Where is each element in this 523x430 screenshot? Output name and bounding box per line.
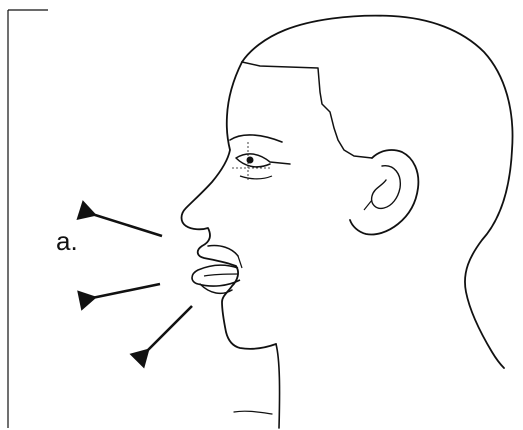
upper-lip bbox=[208, 245, 238, 256]
ear bbox=[350, 150, 418, 235]
airflow-arrow-lower bbox=[146, 306, 192, 352]
pupil bbox=[247, 157, 254, 164]
ear-inner bbox=[372, 166, 401, 209]
tongue bbox=[192, 265, 240, 286]
airflow-arrow-upper bbox=[92, 214, 162, 236]
hairline bbox=[242, 62, 372, 158]
eyebrow bbox=[230, 135, 282, 142]
throat-mark bbox=[234, 411, 272, 414]
figure-label: a. bbox=[56, 228, 78, 254]
airflow-arrow-middle bbox=[92, 284, 160, 298]
eye bbox=[236, 154, 290, 167]
under-eye-line bbox=[240, 176, 272, 179]
ear-lobe-detail bbox=[364, 200, 372, 210]
mouth-corner bbox=[238, 256, 242, 268]
head-outline bbox=[242, 16, 513, 368]
face-profile bbox=[182, 62, 277, 349]
tongue-inner bbox=[204, 274, 238, 276]
neck-front bbox=[276, 344, 280, 428]
